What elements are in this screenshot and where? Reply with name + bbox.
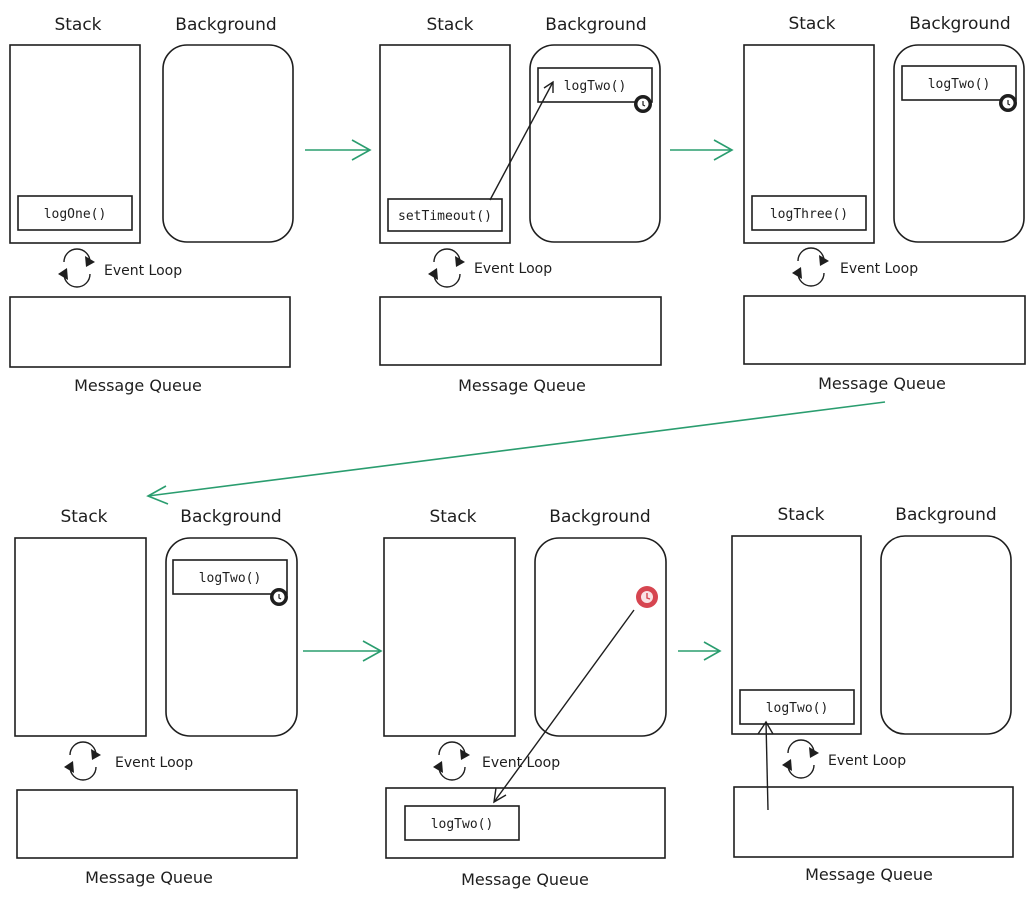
message-queue-label: Message Queue [461,870,589,889]
event-loop-label: Event Loop [840,261,918,277]
refresh-cycle-icon [428,248,465,288]
task-box [537,67,653,103]
dequeue-arrow [757,720,774,811]
message-queue-label: Message Queue [818,374,946,393]
background-heading: Background [180,507,281,527]
call-frame-box [751,195,867,231]
callback-queued-arrow [493,609,635,804]
background-heading: Background [175,15,276,35]
flow-arrow-2-3 [670,139,734,161]
refresh-cycle-icon [433,741,470,781]
panel-2: Stack Background logTwo() setTimeout() [379,15,662,395]
flow-arrow-1-2 [305,139,372,161]
background-box [534,537,667,737]
stack-heading: Stack [777,505,824,525]
task-box [901,65,1017,101]
event-loop-label: Event Loop [482,755,560,771]
stopwatch-icon [270,588,288,606]
message-queue-box [9,296,291,368]
refresh-cycle-icon [782,739,819,779]
stack-box [743,44,875,244]
call-frame-label: setTimeout() [398,209,492,224]
call-frame-label: logTwo() [766,701,829,716]
background-heading: Background [909,14,1010,34]
stack-frame: logTwo() [739,689,855,725]
message-queue-box [743,295,1026,365]
message-queue-box [733,786,1014,858]
stack-heading: Stack [788,14,835,34]
refresh-cycle-icon [58,248,95,288]
event-loop-label: Event Loop [474,261,552,277]
message-queue-box [385,787,666,859]
call-frame-label: logThree() [770,207,848,222]
call-frame-box [17,195,133,231]
message-queue-label: Message Queue [805,865,933,884]
refresh-cycle-icon [792,247,829,287]
task-label: logTwo() [199,571,262,586]
flow-arrow-5-6 [678,641,722,661]
refresh-cycle-icon [64,741,101,781]
background-box [162,44,294,243]
stack-box [383,537,516,737]
call-frame-label: logOne() [44,207,107,222]
stopwatch-icon [634,95,652,113]
call-frame-box [387,198,503,232]
stack-box [9,44,141,244]
stopwatch-icon [636,586,658,608]
flow-arrow-4-5 [303,640,383,662]
stack-heading: Stack [54,15,101,35]
background-heading: Background [895,505,996,525]
stack-frame: logOne() [17,195,133,231]
call-frame-box [739,689,855,725]
dispatch-arrow [489,80,554,201]
stack-heading: Stack [426,15,473,35]
panel-4: Stack Background logTwo() Event Loop Mes… [14,507,298,887]
stopwatch-icon [999,94,1017,112]
background-task: logTwo() [172,559,288,606]
background-task: logTwo() [901,65,1017,112]
message-queue-box [379,296,662,366]
task-box [172,559,288,595]
stack-box [731,535,862,735]
background-box [165,537,298,737]
event-loop-label: Event Loop [115,755,193,771]
flow-arrow-3-4 [146,401,886,505]
background-task: logTwo() [537,67,653,113]
queued-task-box [404,805,520,841]
stack-frame: logThree() [751,195,867,231]
panel-6: Stack Background logTwo() Event Loop Mes… [731,505,1014,884]
queued-task: logTwo() [404,805,520,841]
stack-frame: setTimeout() [387,198,503,232]
event-loop-label: Event Loop [828,753,906,769]
background-heading: Background [549,507,650,527]
panel-5: Stack Background Event Loop logTwo() Mes… [383,507,667,889]
stack-heading: Stack [60,507,107,527]
stack-box [14,537,147,737]
task-label: logTwo() [928,77,991,92]
message-queue-label: Message Queue [458,376,586,395]
stack-heading: Stack [429,507,476,527]
event-loop-label: Event Loop [104,263,182,279]
background-heading: Background [545,15,646,35]
message-queue-label: Message Queue [85,868,213,887]
stack-box [379,44,511,244]
background-box [529,44,661,243]
panel-3: Stack Background logTwo() logThree() Eve… [743,14,1026,393]
message-queue-label: Message Queue [74,376,202,395]
task-label: logTwo() [564,79,627,94]
background-box [880,535,1012,735]
panel-1: Stack Background logOne() Event Loop Mes… [9,15,294,395]
message-queue-box [16,789,298,859]
queued-task-label: logTwo() [431,817,494,832]
background-box [893,44,1025,243]
